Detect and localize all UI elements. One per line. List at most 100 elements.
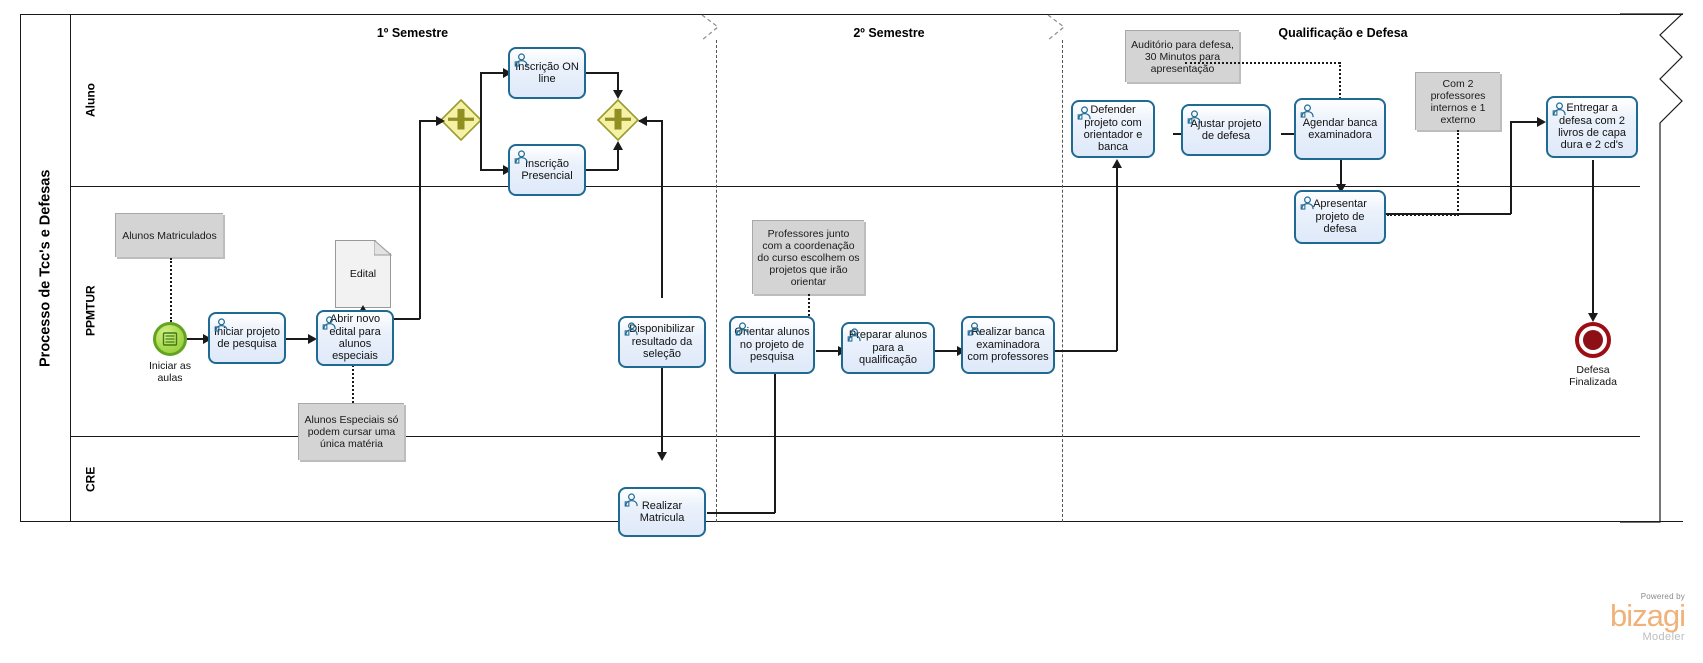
pool-right-chevron bbox=[1620, 13, 1684, 523]
task-ajustar-projeto[interactable]: Ajustar projeto de defesa bbox=[1181, 104, 1271, 156]
flow-start-to-iniciar bbox=[187, 338, 205, 340]
data-object-fold-icon bbox=[374, 240, 392, 256]
pool-title-label: Processo de Tcc's e Defesas bbox=[37, 169, 54, 367]
start-event-iniciar-aulas[interactable] bbox=[153, 322, 187, 356]
message-start-icon bbox=[162, 332, 178, 346]
user-task-icon bbox=[514, 150, 528, 164]
assoc-note-auditorio-v bbox=[1339, 62, 1341, 106]
start-event-label-line1: Iniciar as bbox=[148, 360, 191, 372]
flow-banca-to-defender-h bbox=[1055, 350, 1117, 352]
task-label: Abrir novo edital para alunos especiais bbox=[329, 313, 381, 363]
lane-label-ppmtur: PPMTUR bbox=[83, 285, 98, 337]
flow-online-to-join-v bbox=[617, 72, 619, 92]
task-agendar-banca[interactable]: Agendar banca examinadora bbox=[1294, 98, 1386, 160]
gateway-parallel-join[interactable] bbox=[597, 99, 639, 141]
flow-gw-to-online-v bbox=[480, 73, 482, 121]
flow-gw-to-presencial-v bbox=[480, 119, 482, 171]
flow-agendar-to-apresentar bbox=[1340, 160, 1342, 187]
task-realizar-matricula[interactable]: Realizar Matricula bbox=[618, 487, 706, 537]
task-label: Defender projeto com orientador e banca bbox=[1083, 104, 1143, 154]
flow-arrow bbox=[613, 141, 623, 150]
task-preparar-alunos[interactable]: Preparar alunos para a qualificação bbox=[841, 322, 935, 374]
phase-label-sem1: 1º Semestre bbox=[376, 26, 449, 40]
flow-disp-to-matricula-v bbox=[661, 350, 663, 456]
note-alunos-especiais: Alunos Especiais só podem cursar uma úni… bbox=[298, 403, 404, 460]
task-iniciar-projeto-pesquisa[interactable]: Iniciar projeto de pesquisa bbox=[208, 312, 286, 364]
flow-arrow bbox=[1537, 117, 1546, 127]
task-realizar-banca[interactable]: Realizar banca examinadora com professor… bbox=[961, 316, 1055, 374]
assoc-note-matriculados bbox=[170, 258, 172, 322]
task-label: Iniciar projeto de pesquisa bbox=[213, 325, 281, 350]
assoc-arrow bbox=[359, 305, 367, 312]
flow-apresentar-to-entregar-h bbox=[1386, 213, 1511, 215]
note-text: Alunos Especiais só podem cursar uma úni… bbox=[304, 414, 399, 450]
flow-arrow bbox=[657, 452, 667, 461]
flow-arrow bbox=[503, 68, 512, 78]
lane-title-aluno: Aluno bbox=[70, 14, 110, 186]
user-task-icon bbox=[624, 493, 638, 507]
flow-arrow bbox=[1588, 313, 1598, 322]
task-label: Entregar a defesa com 2 livros de capa d… bbox=[1558, 102, 1626, 152]
lane-separator-2 bbox=[70, 436, 1640, 437]
bizagi-logo: bizagi bbox=[1610, 598, 1686, 633]
note-professores-orientar: Professores junto com a coordenação do c… bbox=[752, 220, 864, 294]
phase-label-qdef: Qualificação e Defesa bbox=[1278, 26, 1408, 40]
task-apresentar-projeto[interactable]: Apresentar projeto de defesa bbox=[1294, 190, 1386, 244]
flow-gw-to-online-h bbox=[480, 72, 506, 74]
flow-arrow bbox=[638, 116, 647, 126]
flow-apresentar-to-entregar-v bbox=[1510, 122, 1512, 214]
flow-arrow bbox=[1336, 184, 1346, 193]
task-abrir-novo-edital[interactable]: Abrir novo edital para alunos especiais bbox=[316, 310, 394, 366]
flow-iniciar-to-abrir bbox=[286, 338, 310, 340]
flow-apresentar-to-entregar-h2 bbox=[1510, 121, 1540, 123]
phase-header-sem1: 1º Semestre bbox=[110, 26, 715, 40]
note-alunos-matriculados: Alunos Matriculados bbox=[115, 213, 223, 257]
flow-online-to-join-h bbox=[585, 72, 618, 74]
flow-arrow bbox=[203, 334, 212, 344]
assoc-note-banca-h bbox=[1387, 214, 1459, 216]
end-event-label-line2: Finalizada bbox=[1569, 376, 1617, 388]
task-label: Preparar alunos para a qualificação bbox=[848, 329, 928, 367]
task-label: Agendar banca examinadora bbox=[1302, 116, 1378, 141]
lane-title-ppmtur: PPMTUR bbox=[70, 186, 110, 436]
task-defender-projeto[interactable]: Defender projeto com orientador e banca bbox=[1071, 100, 1155, 158]
flow-arrow bbox=[503, 165, 512, 175]
note-text: Com 2 professores internos e 1 externo bbox=[1430, 77, 1486, 126]
flow-presencial-to-join-h bbox=[585, 169, 618, 171]
lane-label-cre: CRE bbox=[83, 466, 98, 492]
flow-arrow bbox=[436, 116, 445, 126]
end-event-inner bbox=[1583, 330, 1603, 350]
task-entregar-defesa[interactable]: Entregar a defesa com 2 livros de capa d… bbox=[1546, 96, 1638, 158]
task-orientar-alunos[interactable]: Orientar alunos no projeto de pesquisa bbox=[729, 316, 815, 374]
user-task-icon bbox=[1077, 106, 1091, 120]
user-task-icon bbox=[847, 328, 861, 342]
flow-arrow bbox=[308, 334, 317, 344]
user-task-icon bbox=[967, 322, 981, 336]
end-event-defesa-finalizada[interactable] bbox=[1575, 322, 1611, 358]
user-task-icon bbox=[322, 316, 336, 330]
lane-separator-1 bbox=[70, 186, 1640, 187]
task-inscricao-online[interactable]: Inscrição ON line bbox=[508, 47, 586, 99]
flow-gw-to-presencial-h bbox=[480, 169, 506, 171]
flow-join-in-right-h bbox=[639, 120, 663, 122]
assoc-note-especiais bbox=[352, 365, 354, 403]
task-label: Ajustar projeto de defesa bbox=[1190, 117, 1262, 142]
flow-entregar-to-end bbox=[1592, 160, 1594, 318]
user-task-icon bbox=[624, 322, 638, 336]
phase-divider-1 bbox=[716, 40, 717, 522]
gateway-parallel-split[interactable] bbox=[440, 99, 482, 141]
task-disponibilizar-resultado[interactable]: Disponibilizar resultado da seleção bbox=[618, 316, 706, 368]
task-label: Realizar Matricula bbox=[639, 499, 685, 524]
note-auditorio-defesa: Auditório para defesa, 30 Minutos para a… bbox=[1125, 30, 1239, 82]
note-text: Auditório para defesa, 30 Minutos para a… bbox=[1131, 38, 1234, 75]
phase-divider-2 bbox=[1062, 40, 1063, 522]
flow-matricula-to-orientar-v bbox=[774, 360, 776, 513]
lane-title-cre: CRE bbox=[70, 436, 110, 522]
pool-title: Processo de Tcc's e Defesas bbox=[20, 14, 70, 522]
task-inscricao-presencial[interactable]: Inscrição Presencial bbox=[508, 144, 586, 196]
note-professores-banca: Com 2 professores internos e 1 externo bbox=[1415, 72, 1500, 130]
assoc-note-banca-v bbox=[1457, 130, 1459, 215]
flow-abrir-to-gw-v bbox=[419, 121, 421, 319]
flow-abrir-to-gw-h1 bbox=[394, 318, 420, 320]
